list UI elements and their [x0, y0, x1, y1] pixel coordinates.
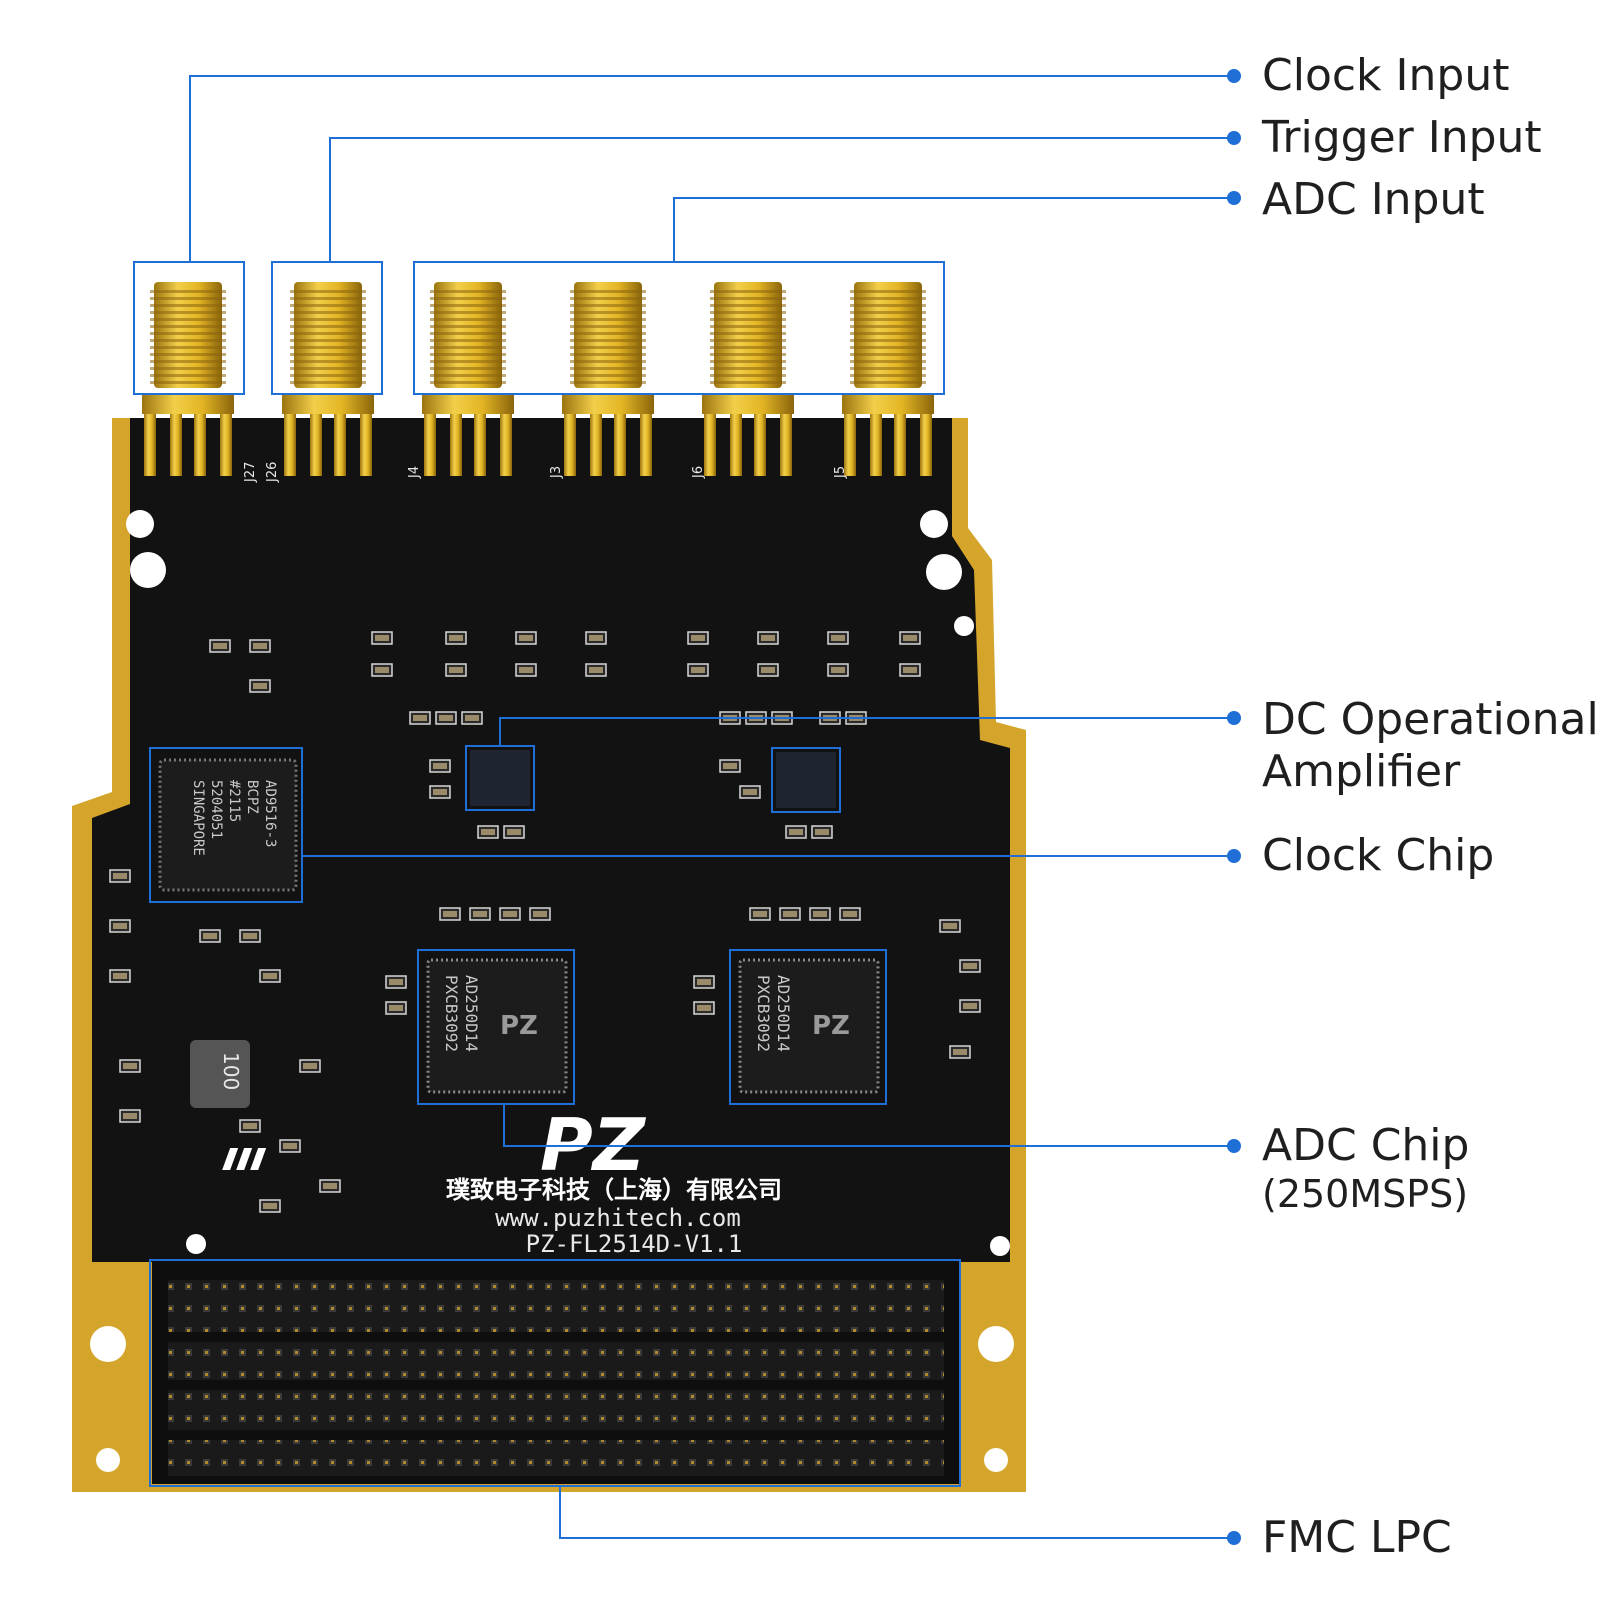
label-fmc-lpc: FMC LPC [1262, 1512, 1452, 1564]
sma-connector [562, 282, 654, 476]
ref-label: J5 [833, 466, 848, 479]
highlight-adc-input [413, 261, 945, 395]
clock-chip-text: #2115 [226, 780, 242, 822]
clock-chip-text: BCPZ [244, 780, 260, 814]
label-subtext: (250MSPS) [1262, 1171, 1469, 1216]
mounting-holes [90, 510, 1014, 1472]
label-text: ADC Chip [1262, 1120, 1470, 1171]
adc-chip-right: AD250D14 PXCB3092 PZ [738, 958, 880, 1094]
fmc-connector [152, 1262, 960, 1484]
adc-chip-left: AD250D14 PXCB3092 PZ [426, 958, 568, 1094]
leader-adc-chip [503, 1104, 1234, 1147]
sma-connector [702, 282, 794, 476]
label-text: FMC LPC [1262, 1512, 1452, 1563]
label-text: Trigger Input [1262, 112, 1542, 163]
label-adc-chip: ADC Chip (250MSPS) [1262, 1120, 1469, 1217]
adc-chip-text: PXCB3092 [442, 975, 461, 1052]
sma-connectors [142, 282, 934, 476]
label-trigger-input: Trigger Input [1262, 112, 1542, 164]
highlight-op-amp-right [771, 747, 841, 813]
callout-dots [1227, 69, 1241, 1545]
label-text: DC Operational [1262, 694, 1599, 745]
ref-label: J26 [265, 462, 280, 483]
chip-logo: PZ [500, 1011, 538, 1041]
power-inductor: 100 [190, 1040, 250, 1108]
ref-label: J27 [243, 462, 258, 483]
leader-op-amp [499, 717, 1234, 746]
label-clock-chip: Clock Chip [1262, 830, 1494, 882]
adc-chip-text: AD250D14 [774, 975, 793, 1052]
sma-connector [142, 282, 234, 476]
chip-logo: PZ [812, 1011, 850, 1041]
clock-chip-text: 5204051 [208, 780, 224, 839]
clock-chip-text: SINGAPORE [190, 780, 206, 856]
smd-components [109, 631, 981, 1213]
highlight-clock-chip [149, 747, 303, 903]
label-clock-input: Clock Input [1262, 50, 1509, 102]
clock-chip: AD9516-3 BCPZ #2115 5204051 SINGAPORE [158, 758, 298, 892]
highlight-boxes [133, 261, 961, 1487]
label-text: Clock Input [1262, 50, 1510, 101]
leader-adc-input [673, 197, 1234, 262]
sma-connector [282, 282, 374, 476]
board-company: 璞致电子科技（上海）有限公司 [446, 1176, 782, 1204]
leader-trigger-input [329, 137, 1234, 262]
callout-lines [189, 75, 1234, 1539]
highlight-fmc [149, 1259, 961, 1487]
label-adc-input: ADC Input [1262, 174, 1485, 226]
board-model: PZ-FL2514D-V1.1 [526, 1230, 743, 1258]
clock-chip-text: AD9516-3 [262, 780, 278, 847]
adc-chip-text: PXCB3092 [754, 975, 773, 1052]
highlight-adc-left [417, 949, 575, 1105]
op-amp-left [470, 750, 530, 806]
leader-fmc [559, 1486, 1234, 1539]
sma-connector [422, 282, 514, 476]
highlight-trigger-input [271, 261, 383, 395]
leader-clock-input [189, 75, 1234, 262]
adc-chip-text: AD250D14 [462, 975, 481, 1052]
label-dc-op-amp: DC Operational Amplifier [1262, 694, 1599, 798]
label-subtext: Amplifier [1262, 745, 1461, 797]
ref-label: J4 [407, 466, 422, 479]
sma-connector [842, 282, 934, 476]
board-website: www.puzhitech.com [495, 1204, 741, 1232]
inductor-label: 100 [219, 1052, 243, 1090]
label-text: ADC Input [1262, 174, 1485, 225]
label-text: Clock Chip [1262, 830, 1495, 881]
ref-label: J3 [549, 466, 564, 479]
logo-bars [222, 1148, 267, 1170]
op-amp-right [776, 752, 836, 808]
highlight-adc-right [729, 949, 887, 1105]
ref-label: J6 [691, 466, 706, 479]
